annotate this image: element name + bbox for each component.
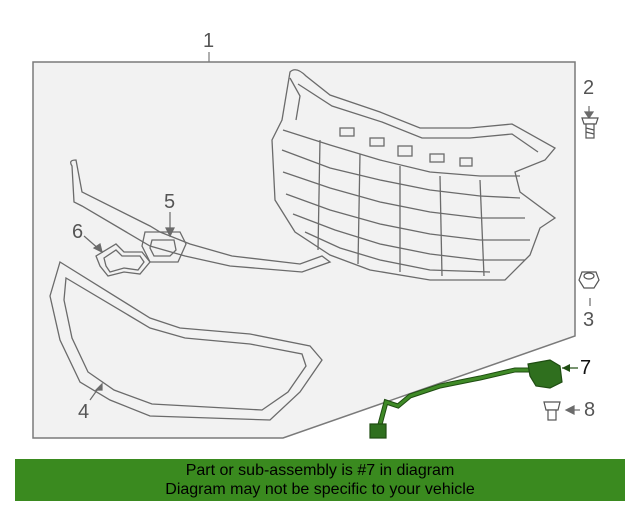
- leaders: [83, 106, 595, 415]
- callout-2: 2: [583, 77, 595, 99]
- sensor-bracket: [527, 359, 563, 389]
- notice-banner: Part or sub-assembly is #7 in diagram Di…: [15, 459, 625, 501]
- trim-bar: [70, 159, 332, 273]
- callout-7: 7: [580, 357, 592, 379]
- wiring-harness: [369, 359, 578, 439]
- callout-5: 5: [164, 191, 176, 213]
- banner-line-1: Part or sub-assembly is #7 in diagram: [185, 462, 455, 479]
- grille-surround: [49, 260, 323, 421]
- bolt: [581, 117, 599, 139]
- nut: [578, 271, 600, 289]
- callout-3: 3: [583, 309, 595, 331]
- grille-upper: [271, 69, 557, 281]
- banner-line-2: Diagram may not be specific to your vehi…: [165, 481, 475, 498]
- harness-connector: [369, 423, 387, 439]
- screw: [543, 401, 561, 421]
- assembly-panel: [32, 61, 576, 439]
- callout-1: 1: [203, 30, 215, 52]
- callout-4: 4: [78, 401, 90, 423]
- emblem: [95, 243, 151, 277]
- callout-6: 6: [72, 221, 84, 243]
- callout-8: 8: [584, 399, 596, 421]
